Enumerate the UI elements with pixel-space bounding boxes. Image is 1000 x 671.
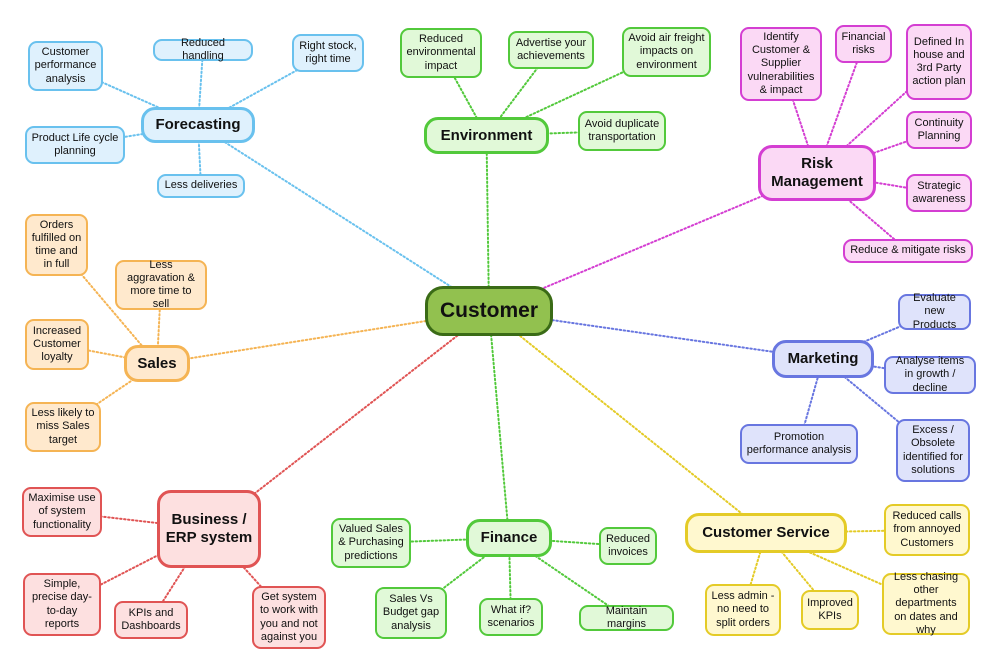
node-business-erp-label: Business / ERP system	[165, 511, 253, 546]
node-less-likely-miss-target[interactable]: Less likely to miss Sales target	[25, 402, 101, 452]
node-sales-budget-gap[interactable]: Sales Vs Budget gap analysis	[375, 587, 447, 639]
connector-n-center-n-cs	[488, 310, 767, 534]
connector-n-risk-r2	[816, 43, 865, 174]
node-environment-label: Environment	[440, 126, 533, 144]
node-analyse-items[interactable]: Analyse items in growth / decline	[884, 355, 976, 394]
node-marketing-label: Marketing	[787, 350, 859, 367]
node-risk-management[interactable]: Risk Management	[758, 145, 876, 201]
node-get-system-to-work[interactable]: Get system to work with you and not agai…	[252, 586, 326, 649]
node-kpis-dashboards[interactable]: KPIs and Dashboards	[114, 601, 188, 639]
node-finance[interactable]: Finance	[466, 519, 552, 557]
node-avoid-duplicate-transportation[interactable]: Avoid duplicate transportation	[578, 111, 666, 151]
node-business-erp[interactable]: Business / ERP system	[157, 490, 261, 568]
node-defined-action-plan[interactable]: Defined In house and 3rd Party action pl…	[906, 24, 972, 100]
node-reduced-calls[interactable]: Reduced calls from annoyed Customers	[884, 504, 970, 556]
node-promotion-performance[interactable]: Promotion performance analysis	[740, 424, 858, 464]
node-reduced-handling[interactable]: Reduced handling	[153, 37, 253, 62]
node-customer-service[interactable]: Customer Service	[685, 513, 847, 553]
node-continuity-planning[interactable]: Continuity Planning	[906, 111, 972, 149]
node-maintain-margins[interactable]: Maintain margins	[579, 605, 674, 631]
connector-n-center-n-forecast	[197, 124, 490, 312]
node-less-deliveries[interactable]: Less deliveries	[157, 174, 245, 198]
node-finance-label: Finance	[480, 529, 538, 546]
node-reduced-environmental-impact[interactable]: Reduced environmental impact	[400, 28, 482, 78]
node-sales-label: Sales	[137, 354, 177, 372]
node-valued-sales[interactable]: Valued Sales & Purchasing predictions	[331, 518, 411, 568]
node-improved-kpis[interactable]: Improved KPIs	[801, 590, 859, 630]
node-strategic-awareness[interactable]: Strategic awareness	[906, 174, 972, 212]
node-less-chasing[interactable]: Less chasing other departments on dates …	[882, 571, 970, 636]
node-simple-reports[interactable]: Simple, precise day-to-day reports	[23, 573, 101, 636]
node-avoid-air-freight[interactable]: Avoid air freight impacts on environment	[622, 27, 711, 77]
node-less-aggravation[interactable]: Less aggravation & more time to sell	[115, 259, 207, 310]
connector-n-center-n-env	[485, 134, 490, 312]
node-environment[interactable]: Environment	[424, 117, 549, 154]
node-reduce-mitigate-risks[interactable]: Reduce & mitigate risks	[843, 239, 973, 263]
node-reduced-invoices[interactable]: Reduced invoices	[599, 527, 657, 565]
node-marketing[interactable]: Marketing	[772, 340, 874, 378]
connector-n-sales-s4	[62, 362, 158, 428]
node-excess-obsolete[interactable]: Excess / Obsolete identified for solutio…	[896, 419, 970, 482]
node-product-life-cycle[interactable]: Product Life cycle planning	[25, 126, 125, 164]
node-financial-risks[interactable]: Financial risks	[835, 25, 892, 63]
node-less-admin[interactable]: Less admin - no need to split orders	[705, 584, 781, 636]
node-right-stock[interactable]: Right stock, right time	[292, 34, 364, 72]
node-increased-loyalty[interactable]: Increased Customer loyalty	[25, 319, 89, 370]
node-risk-management-label: Risk Management	[771, 155, 863, 190]
node-sales[interactable]: Sales	[124, 345, 190, 382]
node-forecasting-label: Forecasting	[155, 116, 241, 133]
central-node-customer[interactable]: Customer	[425, 286, 553, 336]
node-customer-performance-analysis[interactable]: Customer performance analysis	[28, 41, 103, 91]
node-customer-service-label: Customer Service	[702, 524, 830, 541]
node-orders-fulfilled[interactable]: Orders fulfilled on time and in full	[25, 214, 88, 276]
connector-n-center-n-fin	[488, 310, 510, 539]
node-evaluate-new-products[interactable]: Evaluate new Products	[898, 292, 971, 331]
node-identify-vulnerabilities[interactable]: Identify Customer & Supplier vulnerabili…	[740, 27, 822, 101]
node-forecasting[interactable]: Forecasting	[141, 107, 255, 143]
node-what-if[interactable]: What if? scenarios	[479, 598, 543, 636]
node-maximise-use[interactable]: Maximise use of system functionality	[22, 487, 102, 537]
node-advertise-achievements[interactable]: Advertise your achievements	[508, 31, 594, 69]
central-node-label: Customer	[439, 299, 539, 323]
